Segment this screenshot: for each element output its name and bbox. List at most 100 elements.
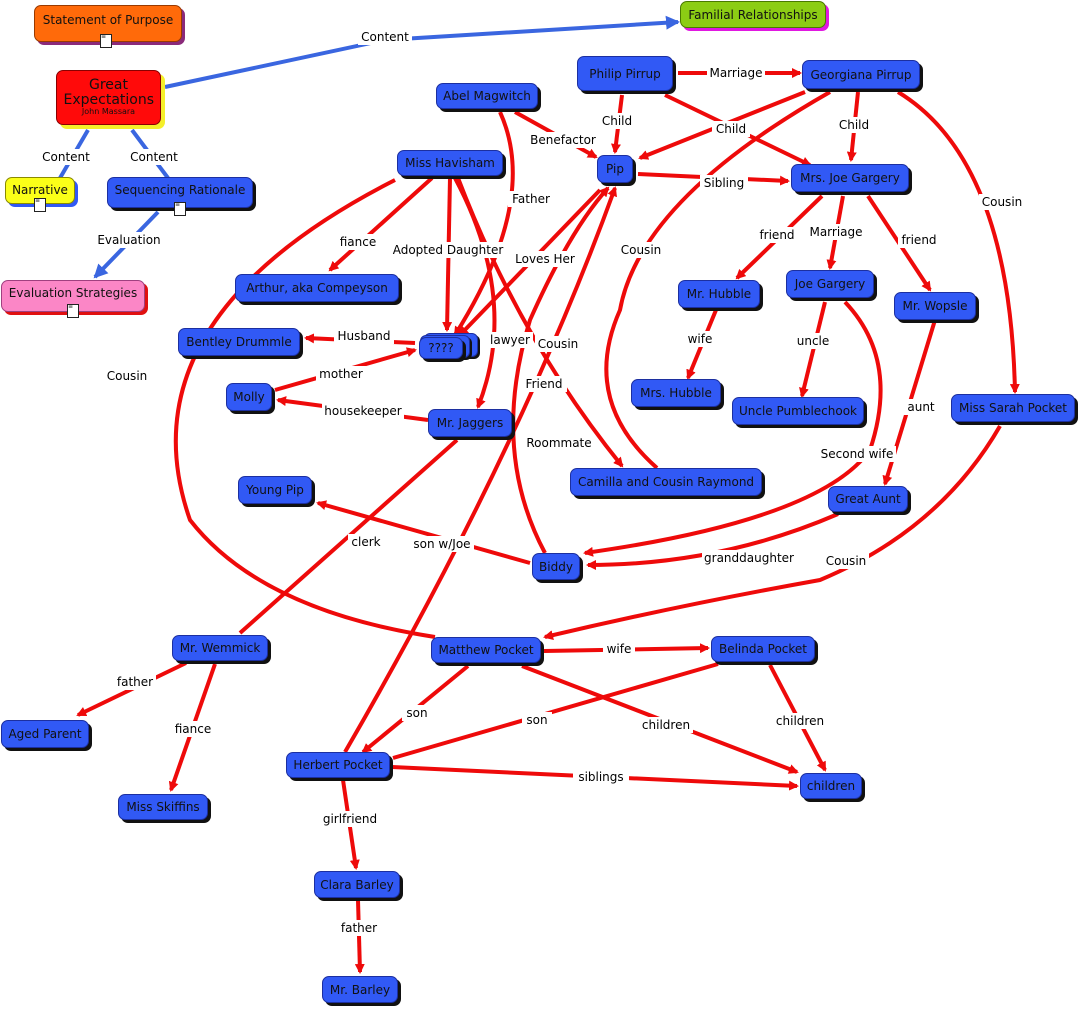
node-miss-skiffins[interactable]: Miss Skiffins bbox=[118, 794, 208, 820]
node-pip[interactable]: Pip bbox=[597, 155, 633, 183]
node-belinda-pocket[interactable]: Belinda Pocket bbox=[711, 636, 815, 662]
node-matthew-pocket[interactable]: Matthew Pocket bbox=[431, 637, 541, 663]
label-adopted-daughter: Adopted Daughter bbox=[393, 243, 504, 257]
node-label: Belinda Pocket bbox=[718, 642, 808, 656]
node-miss-havisham[interactable]: Miss Havisham bbox=[397, 150, 503, 176]
node-label: Pip bbox=[606, 162, 624, 176]
edge-sarah-matthew bbox=[543, 424, 1002, 641]
node-mrs-hubble[interactable]: Mrs. Hubble bbox=[631, 379, 721, 407]
label-marriage-joe: Marriage bbox=[809, 225, 862, 239]
label-siblings: siblings bbox=[578, 770, 623, 784]
edge-abel-unknown bbox=[453, 111, 515, 337]
label-father-aged: father bbox=[117, 675, 153, 689]
node-mr-wemmick[interactable]: Mr. Wemmick bbox=[172, 635, 268, 661]
node-great-aunt[interactable]: Great Aunt bbox=[828, 486, 908, 512]
node-label: Mr. Wopsle bbox=[902, 299, 968, 313]
label-child-georgiana: Child bbox=[839, 118, 869, 132]
label-lawyer: lawyer bbox=[490, 333, 530, 347]
label-husband: Husband bbox=[337, 329, 390, 343]
node-clara-barley[interactable]: Clara Barley bbox=[314, 871, 400, 898]
node-mr-wopsle[interactable]: Mr. Wopsle bbox=[894, 292, 976, 320]
node-label: Mr. Jaggers bbox=[436, 416, 504, 430]
node-abel-magwitch[interactable]: Abel Magwitch bbox=[436, 83, 538, 109]
node-label: Mr. Hubble bbox=[686, 287, 752, 301]
node-label: Aged Parent bbox=[8, 727, 82, 741]
document-icon[interactable]: ≡ bbox=[34, 198, 46, 212]
label-friend-wopsle: friend bbox=[901, 233, 936, 247]
label-loves-her: Loves Her bbox=[515, 252, 575, 266]
node-mr-barley[interactable]: Mr. Barley bbox=[322, 976, 398, 1003]
node-label: Camilla and Cousin Raymond bbox=[577, 475, 755, 489]
node-arthur-compeyson[interactable]: Arthur, aka Compeyson bbox=[235, 274, 399, 302]
edge-biddy-pip bbox=[511, 186, 610, 554]
label-cousin-left: Cousin bbox=[107, 369, 148, 383]
document-icon[interactable]: ≡ bbox=[67, 304, 79, 318]
node-label: Molly bbox=[233, 390, 265, 404]
node-mrs-joe-gargery[interactable]: Mrs. Joe Gargery bbox=[791, 164, 909, 192]
edge-herbert-pip bbox=[343, 186, 617, 754]
node-georgiana-pirrup[interactable]: Georgiana Pirrup bbox=[802, 60, 920, 89]
node-label: Philip Pirrup bbox=[589, 66, 661, 81]
label-cousin-matthew: Cousin bbox=[826, 554, 867, 568]
node-mr-jaggers[interactable]: Mr. Jaggers bbox=[428, 409, 512, 437]
label-roommate: Roommate bbox=[526, 436, 591, 450]
edge-havisham-camilla bbox=[456, 177, 624, 468]
node-label: Mr. Wemmick bbox=[179, 641, 261, 655]
label-marriage: Marriage bbox=[709, 66, 762, 80]
node-aged-parent[interactable]: Aged Parent bbox=[1, 720, 89, 748]
label-cousin-sarah: Cousin bbox=[982, 195, 1023, 209]
node-unknown[interactable]: ???? bbox=[419, 337, 463, 359]
node-label: Miss Havisham bbox=[405, 156, 495, 170]
node-label: Biddy bbox=[539, 559, 573, 574]
label-girlfriend: girlfriend bbox=[323, 812, 377, 826]
label-aunt: aunt bbox=[907, 400, 935, 414]
label-content-left: Content bbox=[42, 150, 90, 164]
label-wife-matthew: wife bbox=[607, 642, 632, 656]
node-biddy[interactable]: Biddy bbox=[532, 553, 580, 580]
node-label: Young Pip bbox=[246, 483, 304, 497]
node-young-pip[interactable]: Young Pip bbox=[238, 476, 312, 504]
label-son-matthew: son bbox=[406, 706, 427, 720]
node-mr-hubble[interactable]: Mr. Hubble bbox=[678, 280, 760, 308]
node-label: Matthew Pocket bbox=[438, 643, 534, 657]
node-label: Clara Barley bbox=[320, 877, 394, 892]
label-benefactor: Benefactor bbox=[530, 133, 596, 147]
node-label: Mrs. Joe Gargery bbox=[800, 171, 900, 185]
label-wife-hubble: wife bbox=[688, 332, 713, 346]
document-icon[interactable]: ≡ bbox=[174, 202, 186, 216]
edge-biddy-youngpip bbox=[316, 500, 531, 565]
node-label: Great Aunt bbox=[835, 492, 901, 506]
node-philip-pirrup[interactable]: Philip Pirrup bbox=[577, 56, 673, 91]
label-granddaughter: granddaughter bbox=[704, 551, 794, 565]
node-familial-relationships[interactable]: Familial Relationships bbox=[680, 1, 826, 28]
node-label: Familial Relationships bbox=[688, 7, 818, 22]
node-joe-gargery[interactable]: Joe Gargery bbox=[786, 270, 874, 298]
node-title: Great Expectations bbox=[63, 76, 155, 109]
node-label: Evaluation Strategies bbox=[8, 286, 138, 300]
node-bentley-drummle[interactable]: Bentley Drummle bbox=[178, 328, 300, 356]
label-children-matthew: children bbox=[642, 718, 690, 732]
node-label: Statement of Purpose bbox=[42, 13, 174, 27]
node-label: Uncle Pumblechook bbox=[738, 404, 857, 418]
node-label: Miss Skiffins bbox=[126, 800, 200, 814]
node-children[interactable]: children bbox=[800, 773, 862, 799]
node-statement-of-purpose[interactable]: Statement of Purpose bbox=[34, 5, 182, 42]
node-herbert-pocket[interactable]: Herbert Pocket bbox=[286, 752, 390, 778]
document-icon[interactable]: ≡ bbox=[100, 34, 112, 48]
node-label: Herbert Pocket bbox=[293, 758, 383, 772]
label-children-belinda: children bbox=[776, 714, 824, 728]
edge-belinda-herbert bbox=[392, 662, 719, 760]
node-narrative[interactable]: Narrative bbox=[5, 177, 75, 204]
node-camilla-raymond[interactable]: Camilla and Cousin Raymond bbox=[570, 468, 762, 496]
label-sibling: Sibling bbox=[704, 176, 744, 190]
node-miss-sarah-pocket[interactable]: Miss Sarah Pocket bbox=[951, 394, 1075, 422]
node-great-expectations[interactable]: Great Expectations John Massara bbox=[56, 70, 161, 125]
node-label: Mrs. Hubble bbox=[640, 386, 712, 400]
node-molly[interactable]: Molly bbox=[226, 383, 272, 411]
node-uncle-pumblechook[interactable]: Uncle Pumblechook bbox=[732, 397, 864, 425]
edge-havisham-arthur bbox=[328, 176, 434, 272]
node-label: Mr. Barley bbox=[329, 982, 391, 997]
node-label: ???? bbox=[428, 341, 454, 355]
label-friend-hubble: friend bbox=[759, 228, 794, 242]
edge-havisham-cousin bbox=[173, 178, 436, 639]
